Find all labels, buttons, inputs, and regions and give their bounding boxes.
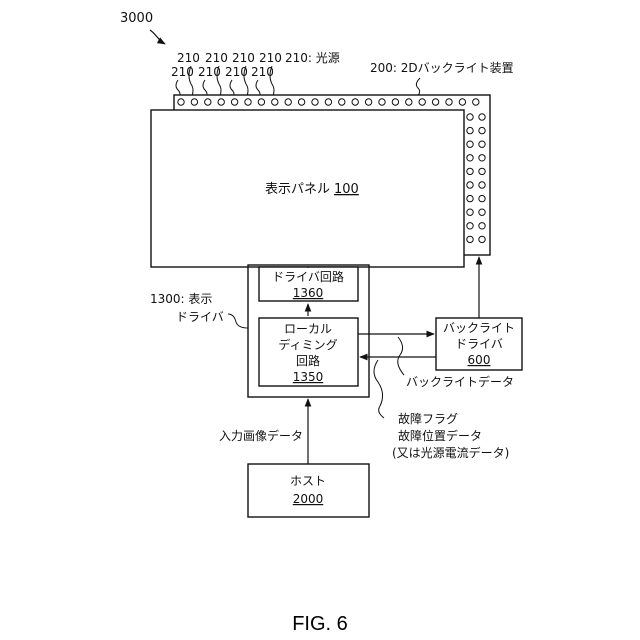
light-source-led	[178, 99, 184, 105]
light-source-label: 210	[259, 51, 282, 65]
light-source-led	[479, 141, 485, 147]
light-source-led	[298, 99, 304, 105]
fault-leader	[374, 360, 384, 418]
light-source-led	[325, 99, 331, 105]
fault-labels: 故障フラグ 故障位置データ (又は光源電流データ)	[392, 411, 509, 460]
light-source-led	[467, 155, 473, 161]
display-driver-label-line2: ドライバ	[176, 310, 224, 324]
light-source-led	[479, 182, 485, 188]
host-label: ホスト	[290, 474, 326, 488]
light-source-led	[467, 209, 473, 215]
light-source-led	[467, 114, 473, 120]
backlight-driver-ref: 600	[468, 353, 491, 367]
light-source-led	[479, 114, 485, 120]
display-panel-label: 表示パネル100	[265, 182, 359, 197]
backlight-driver-line2: ドライバ	[455, 337, 503, 351]
light-source-led	[479, 209, 485, 215]
host-box	[248, 464, 369, 517]
local-dimming-ref: 1350	[293, 370, 324, 384]
light-source-led	[473, 99, 479, 105]
backlight-device-label: 200: 2Dバックライト装置	[370, 61, 514, 75]
fault-position-label: 故障位置データ	[398, 428, 482, 443]
local-dimming-line1: ローカル	[284, 322, 332, 336]
display-driver-label-line1: 1300: 表示	[150, 292, 212, 306]
local-dimming-line2: ディミング	[278, 337, 337, 352]
display-driver-leader	[228, 314, 248, 328]
light-source-led	[467, 127, 473, 133]
light-source-label: 210	[205, 51, 228, 65]
light-source-led	[379, 99, 385, 105]
backlight-data-label: バックライトデータ	[406, 374, 514, 389]
light-source-led	[479, 236, 485, 242]
light-source-led	[467, 195, 473, 201]
light-source-led	[467, 168, 473, 174]
light-source-labels-bottom: 210 210 210 210	[171, 65, 274, 79]
light-source-led	[467, 223, 473, 229]
light-source-led	[312, 99, 318, 105]
light-source-led	[231, 99, 237, 105]
light-source-led	[459, 99, 465, 105]
light-source-led	[392, 99, 398, 105]
light-source-led	[365, 99, 371, 105]
driver-circuit-label: ドライバ回路	[272, 269, 344, 284]
figure-caption: FIG. 6	[292, 613, 348, 635]
light-source-led	[272, 99, 278, 105]
light-source-title: 210: 光源	[285, 51, 340, 65]
light-source-led	[258, 99, 264, 105]
host-ref: 2000	[293, 492, 324, 506]
light-source-led	[479, 127, 485, 133]
light-source-led	[479, 223, 485, 229]
light-source-led	[432, 99, 438, 105]
light-source-led	[419, 99, 425, 105]
local-dimming-line3: 回路	[296, 353, 320, 368]
light-source-led	[245, 99, 251, 105]
fault-current-label: (又は光源電流データ)	[392, 445, 509, 460]
light-source-led	[479, 168, 485, 174]
light-source-label: 210	[232, 51, 255, 65]
light-source-led	[339, 99, 345, 105]
light-source-led	[467, 182, 473, 188]
light-source-led	[467, 236, 473, 242]
light-source-led	[479, 155, 485, 161]
light-source-led	[218, 99, 224, 105]
light-source-led	[406, 99, 412, 105]
light-source-labels-top: 210 210 210 210 210: 光源	[177, 51, 340, 65]
light-source-led	[446, 99, 452, 105]
input-image-label: 入力画像データ	[219, 428, 303, 443]
driver-circuit-ref: 1360	[293, 286, 324, 300]
diagram-reference-label: 3000	[120, 11, 153, 26]
light-source-led	[352, 99, 358, 105]
diagram-reference-arrow	[150, 30, 165, 44]
backlight-data-leader	[398, 337, 404, 375]
backlight-driver-line1: バックライト	[443, 321, 515, 335]
light-source-led	[191, 99, 197, 105]
light-source-led	[479, 195, 485, 201]
light-source-led	[285, 99, 291, 105]
fault-flag-label: 故障フラグ	[398, 411, 458, 426]
light-source-led	[205, 99, 211, 105]
light-source-led	[467, 141, 473, 147]
light-source-label: 210	[177, 51, 200, 65]
